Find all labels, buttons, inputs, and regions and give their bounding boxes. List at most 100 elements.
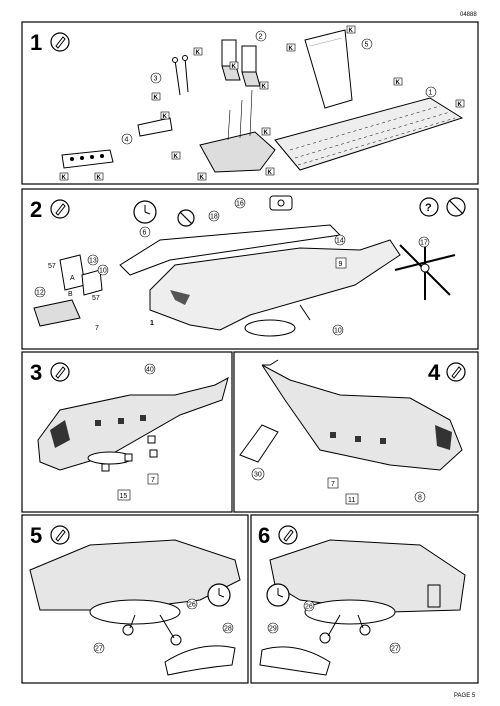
step-5-callouts: 26 27 28	[93, 598, 234, 654]
rotor-assembly	[394, 240, 456, 300]
svg-text:17: 17	[420, 240, 428, 247]
clock-icon	[133, 200, 157, 224]
svg-text:K: K	[200, 175, 205, 181]
step-5-panel: 5 26 27 28	[21, 514, 249, 684]
callout-number: 2	[259, 34, 263, 41]
svg-text:13: 13	[89, 258, 97, 265]
step-number: 4	[428, 360, 441, 385]
svg-text:16: 16	[236, 201, 244, 208]
no-glue-icon	[446, 197, 466, 217]
svg-text:27: 27	[95, 646, 103, 653]
step-number: 3	[30, 360, 42, 385]
paint-brush-icon	[50, 525, 70, 545]
callout-number: 1	[429, 90, 433, 97]
svg-text:15: 15	[120, 493, 128, 500]
landing-gear	[319, 614, 371, 644]
svg-text:K: K	[174, 154, 179, 160]
svg-text:7: 7	[151, 477, 155, 484]
svg-text:K: K	[458, 102, 463, 108]
svg-text:30: 30	[254, 472, 262, 479]
page-label: PAGE 5	[454, 693, 476, 699]
seats	[221, 39, 261, 87]
cockpit-seats	[33, 254, 103, 327]
svg-text:26: 26	[188, 602, 196, 609]
svg-text:K: K	[97, 175, 102, 181]
landing-gear	[122, 614, 182, 646]
svg-text:1: 1	[150, 320, 154, 327]
control-levers	[172, 55, 189, 96]
callout-number: 3	[154, 76, 158, 83]
fuselage-half	[119, 224, 401, 337]
svg-text:7: 7	[95, 325, 99, 332]
document-code: 04888	[460, 12, 477, 18]
step-2-panel: 2	[21, 188, 479, 350]
svg-text:K: K	[289, 46, 294, 52]
svg-text:6: 6	[143, 230, 147, 237]
step-2-callouts: 18 16 6 14 9 57 13 12 57 7 10 10 17 1 A …	[34, 197, 430, 336]
floor-plate	[274, 97, 464, 171]
step-number: 5	[30, 523, 42, 548]
svg-text:K: K	[232, 64, 237, 70]
svg-text:27: 27	[391, 646, 399, 653]
svg-text:K: K	[264, 130, 269, 136]
svg-text:10: 10	[99, 268, 107, 275]
svg-text:K: K	[196, 50, 201, 56]
paint-brush-icon	[50, 32, 70, 52]
svg-text:7: 7	[331, 481, 335, 488]
callout-number: 4	[125, 137, 129, 144]
step-1-callouts: 2 5 3 4 1	[121, 30, 437, 145]
svg-text:28: 28	[224, 626, 232, 633]
rear-bulkhead	[304, 29, 353, 109]
gear-door	[164, 645, 236, 676]
instrument-panel	[61, 117, 173, 169]
step-6-callouts: 26 27 29	[267, 600, 401, 654]
fuselage-underside	[29, 539, 241, 625]
svg-text:40: 40	[146, 367, 154, 374]
helicopter-fuselage	[37, 377, 229, 471]
callout-number: 5	[365, 42, 369, 49]
svg-text:57: 57	[48, 263, 56, 270]
svg-text:18: 18	[210, 214, 218, 221]
console-assembly	[199, 89, 276, 173]
step-3-panel: 3 40 7 15	[21, 351, 233, 513]
fuselage-underside	[269, 539, 466, 625]
paint-brush-icon	[50, 199, 70, 219]
svg-text:12: 12	[36, 290, 44, 297]
svg-text:8: 8	[418, 495, 422, 502]
step-number: 6	[258, 523, 270, 548]
svg-text:K: K	[349, 28, 354, 34]
clock-icon	[207, 583, 231, 607]
step-4-panel: 4 30 7 8 11	[233, 351, 479, 513]
step-4-callouts: 30 7 8 11	[251, 467, 426, 505]
svg-text:9: 9	[339, 261, 343, 268]
helicopter-fuselage	[261, 359, 463, 471]
svg-text:29: 29	[269, 626, 277, 633]
svg-text:K: K	[262, 84, 267, 90]
svg-text:K: K	[163, 114, 168, 120]
svg-text:57: 57	[92, 295, 100, 302]
svg-text:A: A	[70, 275, 75, 282]
svg-text:?: ?	[425, 202, 432, 214]
paint-brush-icon	[446, 362, 466, 382]
step-number: 2	[30, 197, 42, 222]
color-code-tags: K K K K K K K K K K K K K K K	[59, 25, 465, 181]
svg-text:26: 26	[305, 604, 313, 611]
no-glue-icon	[177, 209, 195, 227]
svg-text:K: K	[396, 80, 401, 86]
svg-text:K: K	[154, 95, 159, 101]
gear-door	[259, 646, 331, 676]
svg-text:14: 14	[336, 238, 344, 245]
svg-text:B: B	[68, 291, 73, 298]
step-number: 1	[30, 30, 42, 55]
paint-brush-icon	[50, 362, 70, 382]
paint-brush-icon	[278, 525, 298, 545]
clock-icon	[266, 583, 290, 607]
svg-text:10: 10	[334, 328, 342, 335]
step-3-parts	[101, 435, 158, 472]
step-3-callouts: 40 7 15	[117, 363, 159, 501]
svg-text:K: K	[62, 175, 67, 181]
svg-text:K: K	[268, 170, 273, 176]
sponson-part	[239, 424, 279, 463]
wrench-icon	[269, 195, 293, 211]
